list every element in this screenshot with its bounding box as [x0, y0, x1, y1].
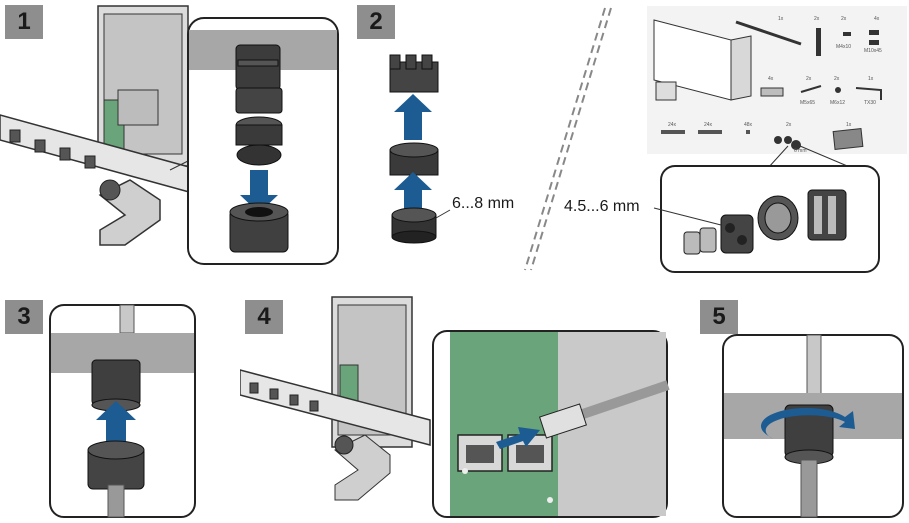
kit-qty-b: 2x [841, 16, 847, 22]
kit-label-m6: M6x12 [830, 100, 845, 106]
kit-qty-l: 1x [846, 122, 852, 128]
kit-illustration: 1x 2x 2x 4x M4x10 M10x45 4x 2x 2x 1x M5x… [647, 6, 907, 273]
kit-qty-d: 4x [768, 76, 774, 82]
kit-label-m5: M5x65 [800, 100, 815, 106]
step-5-illustration [722, 334, 904, 518]
step-1-panel: 1 [0, 0, 345, 270]
step-2-panel: 2 6...8 mm [352, 0, 552, 270]
step-5-panel: 5 [695, 295, 909, 523]
gland-on-housing [99, 179, 121, 201]
step-4-panel: 4 [240, 295, 670, 523]
network-cable [538, 380, 670, 439]
gland-locknut [235, 44, 281, 91]
kit-qty-j: 48x [744, 122, 753, 128]
kit-qty-i: 24x [704, 122, 713, 128]
insert-range-label: 4.5...6 mm [564, 198, 640, 215]
step-4-illustration [240, 296, 670, 518]
kit-panel: 1x 2x 2x 4x M4x10 M10x45 4x 2x 2x 1x M5x… [556, 0, 909, 280]
kit-gland-parts [774, 136, 801, 150]
kit-label-6mm: 6 mm [794, 148, 807, 154]
kit-rod [735, 20, 802, 46]
step-3-illustration [49, 304, 196, 518]
up-arrow-icon-2 [394, 172, 432, 210]
kit-label-tx30: TX30 [864, 100, 876, 106]
zoom-sealing-ring [757, 195, 799, 241]
gland-seal-insert [236, 144, 282, 166]
step-3-cable [107, 484, 125, 518]
step-2-illustration [389, 54, 451, 244]
rotate-arrow-icon [760, 407, 855, 439]
down-arrow-icon [240, 170, 278, 213]
kit-torx-key [855, 87, 882, 100]
step-5-badge: 5 [700, 300, 738, 334]
seal-insert [391, 207, 437, 244]
kit-label-m4: M4x10 [836, 44, 851, 50]
zoom-claw-insert [807, 189, 847, 241]
step-4-zoom-board [450, 332, 558, 516]
insert-range-leader [653, 207, 722, 226]
step-4-bottom-rail [240, 369, 431, 446]
kit-qty-f: 2x [834, 76, 840, 82]
step-3-gland-cap [87, 440, 145, 490]
kit-lugs [661, 130, 750, 134]
kit-screw-m5 [800, 85, 822, 93]
seal-range-leader [435, 209, 451, 219]
sealing-ring [389, 142, 439, 176]
kit-qty-g: 1x [868, 76, 874, 82]
zoom-seal-plugs [683, 227, 717, 255]
up-arrow-icon [394, 94, 432, 140]
kit-anchor [760, 87, 784, 97]
kit-screw-m10 [869, 30, 879, 35]
claw-insert [389, 54, 439, 93]
gland-cap [229, 202, 289, 253]
kit-qty-a: 2x [814, 16, 820, 22]
kit-qty-e: 2x [806, 76, 812, 82]
step-1-badge: 1 [5, 5, 43, 39]
kit-screw-m4 [843, 32, 851, 36]
step-5-cable [800, 459, 818, 518]
gland-clamp-ring [235, 87, 283, 114]
gland-seal [235, 124, 283, 146]
up-arrow-icon-3 [96, 401, 136, 445]
zoom-seal-insert [720, 214, 754, 254]
step-5-gland [784, 404, 834, 465]
step-3-panel: 3 [0, 295, 210, 523]
kit-qty-h: 24x [668, 122, 677, 128]
kit-qty-rod: 1x [778, 16, 784, 22]
seal-range-label: 6...8 mm [452, 195, 515, 212]
step-3-badge: 3 [5, 300, 43, 334]
kit-nut-m6 [835, 87, 841, 93]
kit-qty-k: 2x [786, 122, 792, 128]
kit-document [832, 128, 864, 150]
kit-bracket [816, 28, 821, 56]
inverter-bracket [117, 89, 159, 126]
kit-qty-c: 4x [874, 16, 880, 22]
cable-gland-row [9, 129, 96, 169]
left-arrow-icon [496, 427, 540, 449]
step-1-illustration [0, 5, 339, 265]
step-2-badge: 2 [357, 5, 395, 39]
kit-label-m10: M10x45 [864, 48, 882, 54]
step-4-badge: 4 [245, 300, 283, 334]
